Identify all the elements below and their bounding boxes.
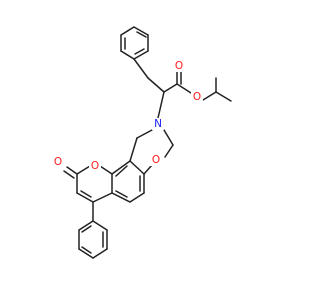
svg-text:O: O bbox=[175, 60, 183, 72]
atom-o-lactone-ring: O bbox=[89, 160, 101, 172]
alpha-carbon-bond bbox=[147, 77, 165, 93]
molecule-canvas: O O N O O O bbox=[52, 26, 232, 259]
central-benzene-ring bbox=[111, 160, 145, 203]
atom-o-oxazine: O bbox=[150, 154, 162, 166]
alpha-to-nitrogen-bond bbox=[157, 91, 165, 119]
atom-n-oxazine: N bbox=[152, 118, 164, 130]
atom-o-lactone-carbonyl: O bbox=[52, 156, 64, 168]
structure-diagram: O O N O O O bbox=[52, 26, 232, 259]
atom-o-ester-carbonyl: O bbox=[173, 60, 185, 72]
svg-text:O: O bbox=[91, 160, 99, 172]
top-phenyl-ring bbox=[120, 26, 149, 60]
oxazine-ring bbox=[129, 129, 174, 175]
pyranone-ring bbox=[63, 165, 113, 203]
svg-text:O: O bbox=[193, 91, 201, 103]
benzyl-bond bbox=[133, 58, 149, 79]
svg-text:O: O bbox=[54, 156, 62, 168]
atom-o-ester-single: O bbox=[191, 91, 203, 103]
svg-text:O: O bbox=[152, 154, 160, 166]
isopropyl-ester bbox=[163, 71, 232, 102]
bottom-phenyl-ring bbox=[78, 220, 108, 259]
svg-text:N: N bbox=[154, 118, 162, 130]
